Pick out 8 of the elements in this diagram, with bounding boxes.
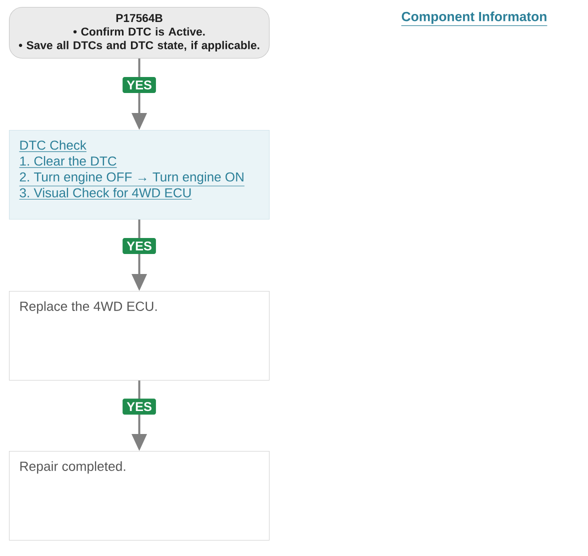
edge-label: YES [122,238,156,254]
process-box: Repair completed. [9,451,270,541]
process-box: Replace the 4WD ECU. [9,291,270,381]
edge-label: YES [122,77,156,93]
step-box: DTC Check 1. Clear the DTC 2. Turn engine OFF → Turn engine ON 3. Visual Check for 4WD ECU [9,130,270,220]
link: Component Informaton [401,12,548,26]
edge-label: YES [122,398,156,415]
rounded-box: P17564B • Confirm DTC is Active. • Save all DTCs and DTC state, if applicable. [9,7,270,59]
